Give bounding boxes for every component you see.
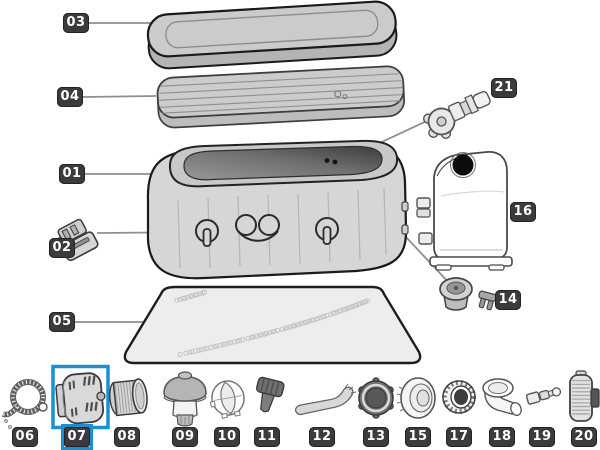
part-label-06[interactable]: 06: [12, 427, 38, 447]
part-label-16[interactable]: 16: [510, 202, 536, 222]
part-14-drain-valve-icon[interactable]: [439, 277, 497, 311]
leader-lines: [75, 22, 451, 398]
part-label-21[interactable]: 21: [491, 78, 517, 98]
part-label-08[interactable]: 08: [114, 427, 140, 447]
part-05-ground-mat-icon[interactable]: [123, 285, 422, 365]
part-label-03[interactable]: 03: [63, 13, 89, 33]
part-label-19[interactable]: 19: [529, 427, 555, 447]
part-15-jet-cover-icon[interactable]: [396, 377, 436, 419]
part-19-hose-adapter-icon[interactable]: [525, 386, 562, 405]
part-label-10[interactable]: 10: [214, 427, 240, 447]
part-label-09[interactable]: 09: [172, 427, 198, 447]
part-11-stopper-plug-icon[interactable]: [252, 376, 285, 415]
part-07-filter-housing-icon[interactable]: [55, 372, 107, 425]
part-12-wrench-tool-icon[interactable]: [294, 383, 357, 416]
part-label-05[interactable]: 05: [49, 312, 75, 332]
part-17-ring-nut-icon[interactable]: [442, 380, 476, 414]
part-04-inflatable-bladder-icon[interactable]: [156, 65, 406, 129]
part-label-13[interactable]: 13: [363, 427, 389, 447]
part-label-02[interactable]: 02: [49, 238, 75, 258]
part-label-15[interactable]: 15: [405, 427, 431, 447]
part-13-seal-ring-icon[interactable]: [358, 377, 394, 419]
part-18-elbow-fitting-icon[interactable]: [482, 378, 523, 417]
part-label-07-highlight-frame: 07: [61, 424, 93, 450]
part-20-knurled-coupling-icon[interactable]: [569, 370, 600, 422]
part-08-filter-cartridge-icon[interactable]: [108, 378, 148, 417]
part-label-04[interactable]: 04: [57, 87, 83, 107]
part-label-18[interactable]: 18: [489, 427, 515, 447]
part-label-20[interactable]: 20: [571, 427, 597, 447]
part-16-pump-unit-icon[interactable]: [416, 151, 513, 271]
part-label-14[interactable]: 14: [495, 290, 521, 310]
part-label-17[interactable]: 17: [446, 427, 472, 447]
mat-bubble-texture: [174, 289, 371, 358]
part-09-chemical-floater-icon[interactable]: [163, 371, 207, 427]
part-label-12[interactable]: 12: [309, 427, 335, 447]
part-21-inflation-valve-icon[interactable]: [421, 88, 497, 144]
part-06-inflation-hose-icon[interactable]: [1, 379, 48, 429]
part-label-11[interactable]: 11: [254, 427, 280, 447]
part-label-01[interactable]: 01: [59, 164, 85, 184]
part-01-spa-tub-icon[interactable]: [146, 139, 409, 280]
part-label-07[interactable]: 07: [64, 427, 90, 447]
part-10-strainer-cap-icon[interactable]: [207, 378, 247, 419]
part-03-spa-cover-lid-icon[interactable]: [146, 0, 398, 70]
